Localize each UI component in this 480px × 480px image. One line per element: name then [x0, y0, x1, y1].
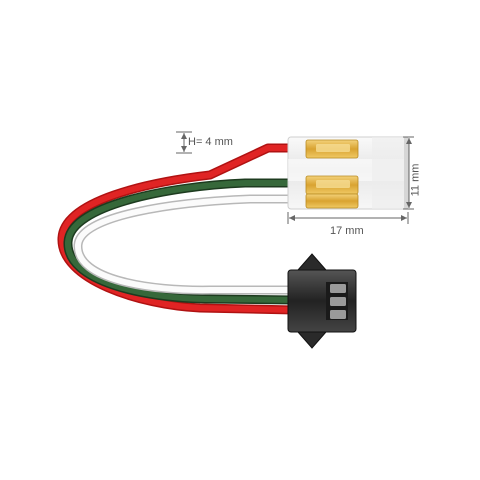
width-dimension-label: 17 mm: [330, 225, 364, 237]
jst-plug-connector: [287, 253, 357, 349]
strip-clip-connector: [287, 136, 409, 210]
gold-contact-bottom: [305, 175, 359, 209]
plug-pin-1: [330, 284, 346, 293]
depth-dimension-label: 11 mm: [409, 163, 422, 197]
plug-latch-top: [296, 253, 328, 271]
plug-pin-2: [330, 297, 346, 306]
dimension-width: [287, 212, 409, 224]
dimension-depth: [403, 136, 414, 210]
dimension-height: [176, 131, 192, 154]
height-dimension-label: H= 4 mm: [188, 136, 233, 148]
gold-contact-top: [305, 139, 359, 159]
plug-pin-3: [330, 310, 346, 319]
wire-bundle: [57, 143, 305, 315]
plug-latch-bottom: [296, 331, 328, 349]
